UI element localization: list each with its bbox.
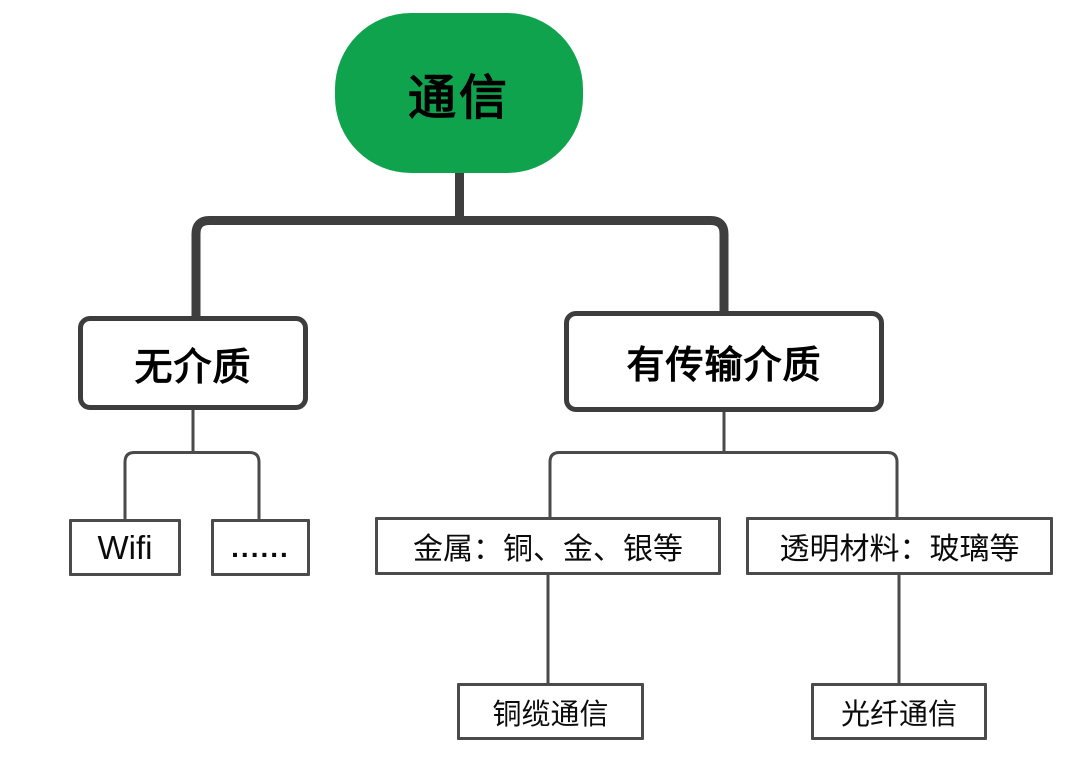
- node-wifi: Wifi: [69, 519, 181, 576]
- node-label: Wifi: [97, 528, 153, 566]
- node-label: 铜缆通信: [492, 698, 609, 731]
- node-copper-cable-communication: 铜缆通信: [457, 683, 644, 740]
- connector-level1-bracket: [191, 216, 729, 317]
- node-transparent-materials: 透明材料：玻璃等: [746, 517, 1053, 575]
- node-with-transmission-medium: 有传输介质: [564, 311, 884, 412]
- node-metal-materials: 金属：铜、金、银等: [375, 517, 721, 575]
- node-root-communication: 通信: [335, 13, 583, 173]
- connector-with-medium-bracket: [548, 451, 899, 518]
- connector-no-medium-bracket: [123, 451, 261, 520]
- node-label: 通信: [407, 72, 510, 125]
- node-label: 金属：铜、金、银等: [413, 533, 683, 566]
- node-fiber-optic-communication: 光纤通信: [811, 683, 987, 740]
- node-label: 透明材料：玻璃等: [779, 533, 1020, 566]
- node-label: 无介质: [134, 346, 252, 389]
- node-label: 光纤通信: [840, 698, 957, 731]
- node-label: 有传输介质: [626, 345, 822, 387]
- node-ellipsis: ......: [211, 519, 310, 576]
- node-no-medium: 无介质: [78, 316, 308, 410]
- node-label: ......: [231, 531, 290, 563]
